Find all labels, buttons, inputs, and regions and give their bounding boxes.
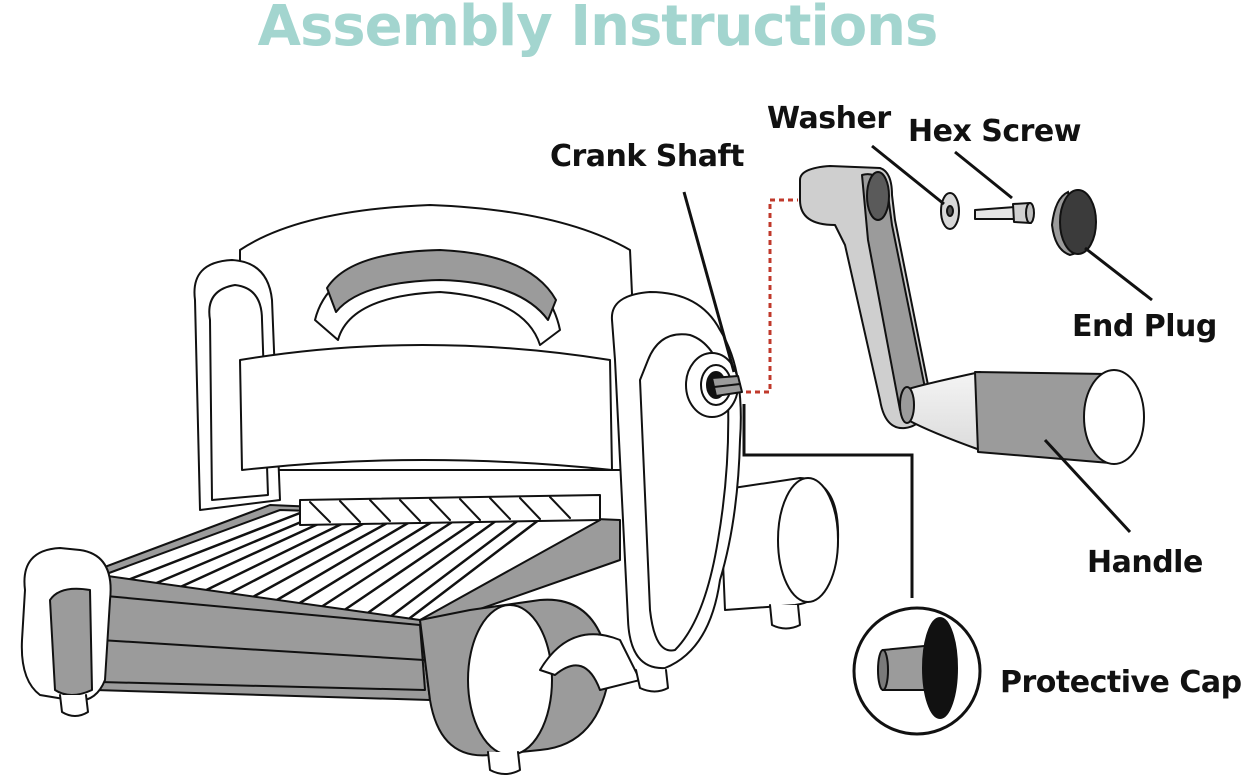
page-title: Assembly Instructions [257,0,939,59]
hex-screw-part [974,202,1035,224]
leader-lines [682,144,1153,598]
rear-right-roller [719,477,840,630]
end-plug-part [1050,189,1097,257]
protective-cap-callout [852,606,982,736]
leader-end-plug [1084,246,1153,302]
leader-protective-cap [742,404,914,598]
leader-hex-screw [954,150,1013,200]
carry-handle [314,249,561,346]
label-hex-screw: Hex Screw [908,114,1082,149]
label-crank-shaft: Crank Shaft [550,139,744,174]
washer-part [940,192,960,230]
alignment-guide [746,198,798,394]
crank-handle [899,369,1145,465]
label-handle: Handle [1087,545,1203,580]
leader-washer [871,144,945,206]
label-end-plug: End Plug [1072,309,1217,344]
front-right-roller [419,598,611,775]
die-cut-machine [20,204,840,775]
front-left-roller [20,547,112,717]
label-washer: Washer [767,101,891,136]
right-side-housing [610,291,742,670]
leader-handle [1043,438,1132,534]
crank-shaft-stub [711,375,743,397]
label-protective-cap: Protective Cap [1000,665,1242,700]
leader-crank-shaft [682,191,736,373]
